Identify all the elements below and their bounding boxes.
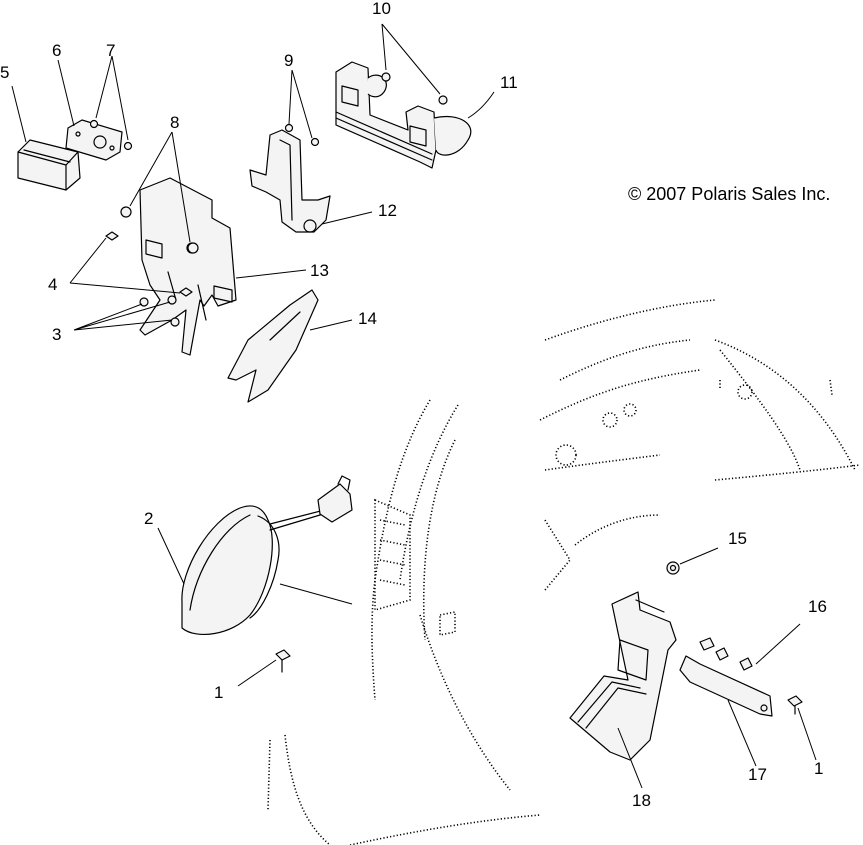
bolt-part-1a: [275, 649, 291, 673]
skid-plate-part-18: [569, 591, 677, 761]
callout-1-strap: 1: [814, 759, 823, 778]
callout-7: 7: [106, 41, 115, 60]
rear-bracket-part-11: [335, 61, 472, 169]
callout-4: 4: [48, 275, 57, 294]
grommet-part-8: [120, 206, 199, 254]
tail-lamp-part-5: [17, 139, 81, 191]
headlight-part-2: [181, 475, 353, 635]
callout-15: 15: [728, 529, 747, 548]
callout-12: 12: [378, 201, 397, 220]
nut-part-9: [284, 123, 320, 147]
callout-16: 16: [808, 597, 827, 616]
nut-part-7: [89, 119, 133, 151]
nut-part-10: [381, 72, 448, 105]
callout-2: 2: [144, 509, 153, 528]
callout-10: 10: [372, 0, 391, 18]
callout-5: 5: [0, 63, 9, 82]
strap-part-17: [679, 655, 773, 717]
screw-part-4: [105, 231, 193, 297]
callout-8: 8: [170, 113, 179, 132]
callout-1-headlight: 1: [214, 683, 223, 702]
vehicle-body-outline: [267, 299, 861, 845]
copyright-notice: © 2007 Polaris Sales Inc.: [628, 184, 830, 204]
side-bracket-part-12: [249, 129, 331, 233]
clip-part-16: [699, 637, 753, 671]
callout-9: 9: [284, 51, 293, 70]
callout-13: 13: [310, 261, 329, 280]
mud-flap-part-14: [227, 289, 319, 403]
callout-17: 17: [748, 765, 767, 784]
nut-part-3: [139, 295, 180, 327]
leader-lines: [11, 23, 817, 789]
callout-11: 11: [500, 73, 518, 92]
lamp-bezel-part-6: [65, 119, 123, 161]
license-bracket-part-13: [139, 177, 237, 356]
callout-18: 18: [632, 791, 651, 810]
callout-14: 14: [358, 309, 377, 328]
callout-3: 3: [52, 325, 61, 344]
callout-6: 6: [52, 41, 61, 60]
bolt-part-1b: [787, 695, 803, 715]
callout-labels: 5 6 7 8 9 10 11 12 13 14 4 3 2 1 15 16 1…: [0, 0, 827, 810]
fastener-part-15: [666, 561, 680, 575]
